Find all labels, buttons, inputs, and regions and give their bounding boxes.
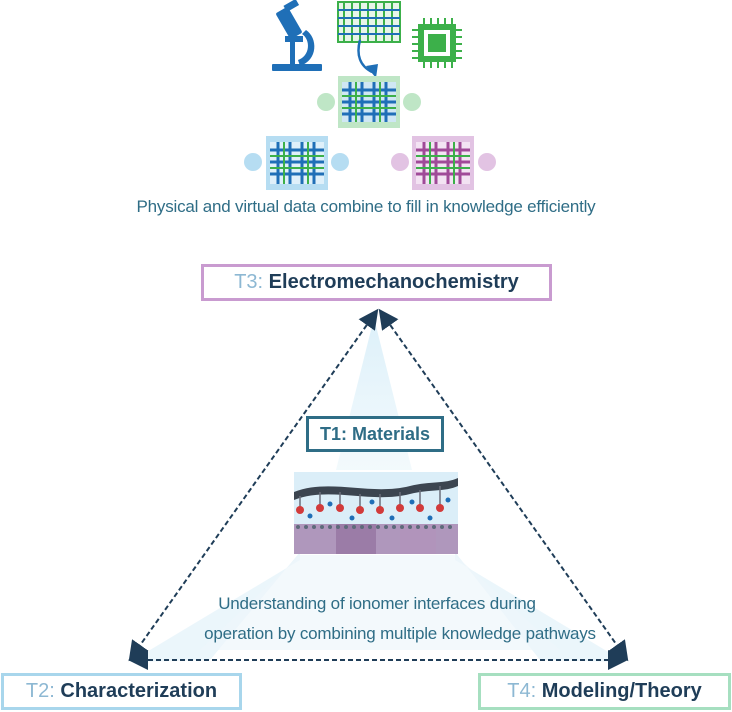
microscope-icon — [272, 0, 322, 71]
chip-icon — [412, 18, 462, 68]
merge-arrowhead — [366, 64, 378, 78]
node-t4-prefix: T4: — [507, 680, 537, 702]
node-t3-electromechanochemistry: T3: Electromechanochemistry — [201, 264, 552, 301]
arrow-t3-t2 — [128, 308, 379, 662]
node-t3-name: Electromechanochemistry — [268, 271, 519, 293]
node-t1-prefix: T1: — [319, 423, 347, 444]
node-t4-modeling-theory: T4: Modeling/Theory — [478, 673, 731, 710]
arrow-t3-t4 — [378, 308, 629, 662]
merge-arrow — [357, 39, 373, 74]
node-t1-name: Materials — [351, 423, 431, 444]
puzzle-icon-left — [244, 136, 349, 190]
ionomer-interface-illustration — [294, 472, 458, 554]
bottom-caption-line1: Understanding of ionomer interfaces duri… — [218, 594, 536, 613]
puzzle-icon-center — [317, 76, 421, 128]
node-t4-name: Modeling/Theory — [541, 680, 702, 702]
node-t2-prefix: T2: — [25, 680, 55, 702]
node-t2-name: Characterization — [60, 680, 218, 702]
node-t2-characterization: T2: Characterization — [1, 673, 242, 710]
puzzle-icon-right — [391, 136, 496, 190]
node-t3-prefix: T3: — [234, 271, 264, 293]
top-caption: Physical and virtual data combine to fil… — [136, 197, 596, 216]
grid-icon — [337, 1, 401, 43]
node-t1-materials: T1: Materials — [306, 416, 444, 452]
bottom-caption-line2: operation by combining multiple knowledg… — [204, 624, 596, 643]
